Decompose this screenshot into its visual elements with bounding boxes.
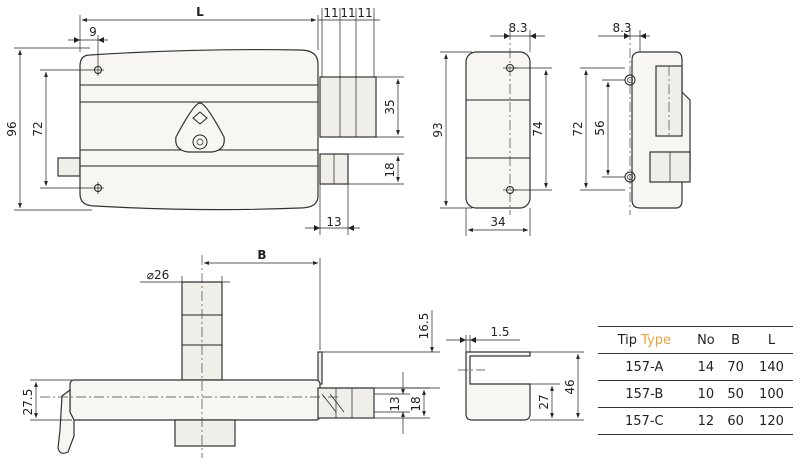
bottom-bolt xyxy=(317,387,375,419)
dim-8-3-side: 8.3 xyxy=(508,21,527,35)
header-type: Type xyxy=(641,332,671,348)
dim-35-front: 35 xyxy=(383,99,397,114)
dim-18-front: 18 xyxy=(383,162,397,177)
cell-b: 60 xyxy=(727,413,744,429)
dim-56: 56 xyxy=(593,120,607,135)
dim-93: 93 xyxy=(431,122,445,137)
dim-74: 74 xyxy=(531,121,545,136)
dim-diameter-26: ⌀26 xyxy=(147,268,170,282)
cell-l: 140 xyxy=(759,359,784,375)
dim-13-front: 13 xyxy=(326,215,341,229)
dim-9: 9 xyxy=(89,25,97,39)
cell-b: 70 xyxy=(727,359,744,375)
dim-27-5: 27.5 xyxy=(21,389,35,416)
table-row: 157-C 12 60 120 xyxy=(598,408,793,435)
keyhole-icon xyxy=(192,134,208,150)
header-no: No xyxy=(697,332,715,348)
dim-8-3-strike: 8.3 xyxy=(612,21,631,35)
dim-34: 34 xyxy=(490,215,505,229)
dim-11-b: 11 xyxy=(340,6,355,20)
table-row: 157-B 10 50 100 xyxy=(598,381,793,408)
dim-11-a: 11 xyxy=(323,6,338,20)
table-header-row: Tip Type No B L xyxy=(598,326,793,354)
cell-l: 120 xyxy=(759,413,784,429)
dim-72-strike: 72 xyxy=(571,121,585,136)
cell-tip: 157-C xyxy=(625,413,664,429)
dim-L: L xyxy=(196,5,204,19)
bottom-view: B ⌀26 16.5 27.5 13 18 xyxy=(21,248,440,458)
cell-b: 50 xyxy=(727,386,744,402)
dim-46: 46 xyxy=(563,379,577,394)
table-row: 157-A 14 70 140 xyxy=(598,354,793,381)
cell-l: 100 xyxy=(759,386,784,402)
front-view: L 9 11 11 11 96 72 35 18 xyxy=(5,5,404,235)
strike-view: 8.3 72 56 xyxy=(571,21,691,215)
dim-96: 96 xyxy=(5,121,19,136)
faceplate-edge xyxy=(317,351,323,385)
header-tip-type: Tip Type xyxy=(617,332,671,348)
bracket-profile xyxy=(465,351,531,421)
dim-16-5: 16.5 xyxy=(417,313,431,340)
key-escutcheon xyxy=(175,102,225,153)
latch-hook xyxy=(57,388,75,454)
bottom-body xyxy=(69,379,321,421)
dim-27: 27 xyxy=(537,394,551,409)
dim-18-bottom: 18 xyxy=(409,396,423,411)
cell-no: 14 xyxy=(697,359,715,375)
bracket-view: 1.5 46 27 xyxy=(446,325,584,421)
bottom-lug xyxy=(174,419,236,447)
dim-13-bottom: 13 xyxy=(388,396,402,411)
dim-1-5: 1.5 xyxy=(490,325,509,339)
cell-tip: 157-A xyxy=(625,359,664,375)
side-view: 8.3 93 74 34 xyxy=(431,21,552,236)
side-latch xyxy=(57,157,81,177)
side-body xyxy=(465,51,531,209)
header-l: L xyxy=(767,332,776,348)
dim-11-c: 11 xyxy=(357,6,372,20)
cell-tip: 157-B xyxy=(625,386,664,402)
deadbolt-block xyxy=(319,76,377,138)
dim-B: B xyxy=(257,248,266,262)
brand-logo-icon xyxy=(192,111,208,125)
cell-no: 10 xyxy=(697,386,715,402)
dim-72: 72 xyxy=(31,121,45,136)
model-spec-table: Tip Type No B L 157-A 14 70 140 157-B 10… xyxy=(598,326,793,435)
cell-no: 12 xyxy=(697,413,715,429)
header-b: B xyxy=(731,332,741,348)
